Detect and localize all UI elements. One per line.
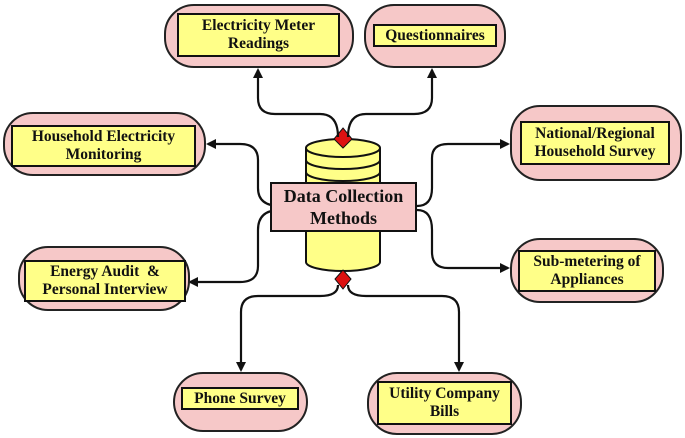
utility-bills-line2: Bills xyxy=(429,403,460,420)
national-survey-line2: Household Survey xyxy=(534,143,656,160)
questionnaires-line1: Questionnaires xyxy=(385,26,485,44)
arrow-to-questionnaires xyxy=(346,68,437,138)
arrow-to-national-survey xyxy=(416,139,510,208)
arrow-to-submetering xyxy=(416,208,510,273)
center-title-box: Data Collection Methods xyxy=(270,182,417,232)
node-utility-bills-label: Utility Company Bills xyxy=(377,381,512,425)
submetering-line1: Sub-metering of xyxy=(533,253,641,270)
arrow-to-phone-survey xyxy=(236,284,340,372)
arrow-to-household-monitoring xyxy=(206,139,281,208)
utility-bills-line1: Utility Company xyxy=(389,385,500,402)
energy-audit-line1: Energy Audit & xyxy=(50,263,160,280)
submetering-line2: Appliances xyxy=(550,271,624,288)
node-meter-readings-label: Electricity Meter Readings xyxy=(177,13,340,57)
meter-readings-line1: Electricity Meter xyxy=(201,17,316,34)
node-household-monitoring-label: Household Electricity Monitoring xyxy=(11,125,196,167)
arrow-to-utility-bills xyxy=(346,284,464,372)
bottom-connector-diamond xyxy=(334,269,352,290)
energy-audit-line2: Personal Interview xyxy=(42,281,168,298)
node-phone-survey-label: Phone Survey xyxy=(181,387,299,410)
household-monitoring-line2: Monitoring xyxy=(65,146,142,163)
node-energy-audit-label: Energy Audit & Personal Interview xyxy=(24,260,186,302)
national-survey-line1: National/Regional xyxy=(535,125,655,142)
center-title-line1: Data Collection xyxy=(283,186,404,206)
node-submetering-label: Sub-metering of Appliances xyxy=(518,250,656,292)
phone-survey-line1: Phone Survey xyxy=(194,389,286,407)
household-monitoring-line1: Household Electricity xyxy=(31,128,176,145)
center-title-line2: Methods xyxy=(310,208,377,228)
node-questionnaires-label: Questionnaires xyxy=(373,24,497,47)
node-national-survey-label: National/Regional Household Survey xyxy=(520,121,670,165)
meter-readings-line2: Readings xyxy=(227,35,290,52)
arrow-to-energy-audit xyxy=(188,208,281,287)
arrow-to-meter-readings xyxy=(253,68,340,138)
